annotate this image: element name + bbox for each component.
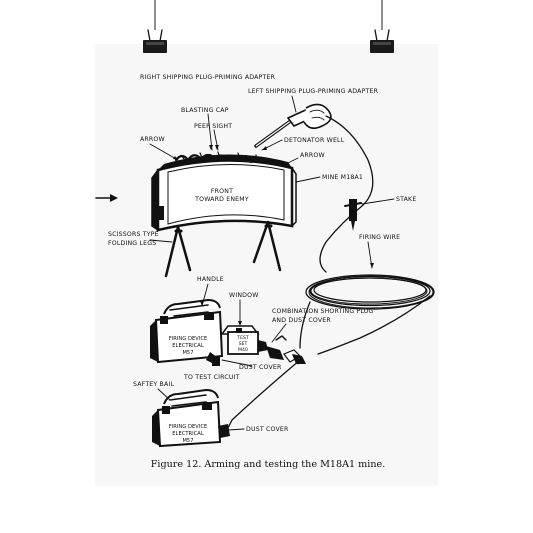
label-arrow-right: ARROW (300, 152, 325, 159)
device2-label-line1: FIRING DEVICE (169, 424, 207, 430)
stake (344, 199, 362, 231)
label-detonator-well: DETONATOR WELL (284, 137, 345, 144)
binder-clip-left (143, 29, 167, 53)
firing-device-2 (152, 388, 230, 448)
label-left-plug: LEFT SHIPPING PLUG-PRIMING ADAPTER (248, 88, 379, 95)
device2-label-line2: ELECTRICAL (172, 431, 204, 437)
connector-cluster (206, 335, 306, 364)
test-set-label-line2: SET (239, 341, 248, 347)
label-stake: STAKE (396, 196, 416, 203)
label-legs-line1: SCISSORS TYPE (108, 231, 159, 238)
label-window: WINDOW (229, 292, 259, 299)
label-peep-sight: PEEP SIGHT (194, 123, 232, 130)
label-handle: HANDLE (197, 276, 224, 283)
device1-label-line3: M57 (182, 350, 193, 356)
label-blasting-cap: BLASTING CAP (181, 107, 229, 114)
test-set-label-line1: TEST (236, 335, 249, 341)
label-mine: MINE M18A1 (322, 174, 363, 181)
leader-arrowheads (173, 145, 374, 326)
label-dust-cover-1: DUST COVER (239, 364, 282, 371)
label-arrow-left: ARROW (140, 136, 165, 143)
label-shorting-line2: AND DUST COVER (272, 317, 331, 324)
front-label-line1: FRONT (211, 188, 233, 195)
front-label-line2: TOWARD ENEMY (194, 196, 249, 203)
wire-to-device-2 (225, 359, 301, 433)
front-direction-arrow (95, 194, 118, 202)
label-dust-cover-2: DUST COVER (246, 426, 289, 433)
binder-clip-right (370, 29, 394, 53)
label-right-plug: RIGHT SHIPPING PLUG-PRIMING ADAPTER (140, 74, 276, 81)
poster-sheet (95, 44, 438, 486)
wire-to-shorting-plug (317, 295, 431, 355)
device2-label-line3: M57 (182, 438, 193, 444)
label-shorting-line1: COMBINATION SHORTING PLUG (272, 308, 374, 315)
wire-to-test-set (299, 301, 311, 349)
device1-label-line2: ELECTRICAL (172, 343, 204, 349)
label-to-test-circuit: TO TEST CIRCUIT (183, 374, 240, 381)
mine-m18a1 (151, 151, 297, 278)
firing-wire (319, 115, 374, 273)
label-legs-line2: FOLDING LEGS (108, 240, 156, 247)
test-set-label-line3: M40 (238, 347, 248, 353)
label-firing-wire: FIRING WIRE (359, 234, 400, 241)
device1-label-line1: FIRING DEVICE (169, 336, 207, 342)
test-set-m40 (220, 325, 268, 355)
firing-device-1 (150, 298, 224, 366)
wire-coil (305, 274, 435, 310)
label-safety-bail: SAFTEY BAIL (133, 381, 174, 388)
figure-caption: Figure 12. Arming and testing the M18A1 … (151, 459, 386, 470)
